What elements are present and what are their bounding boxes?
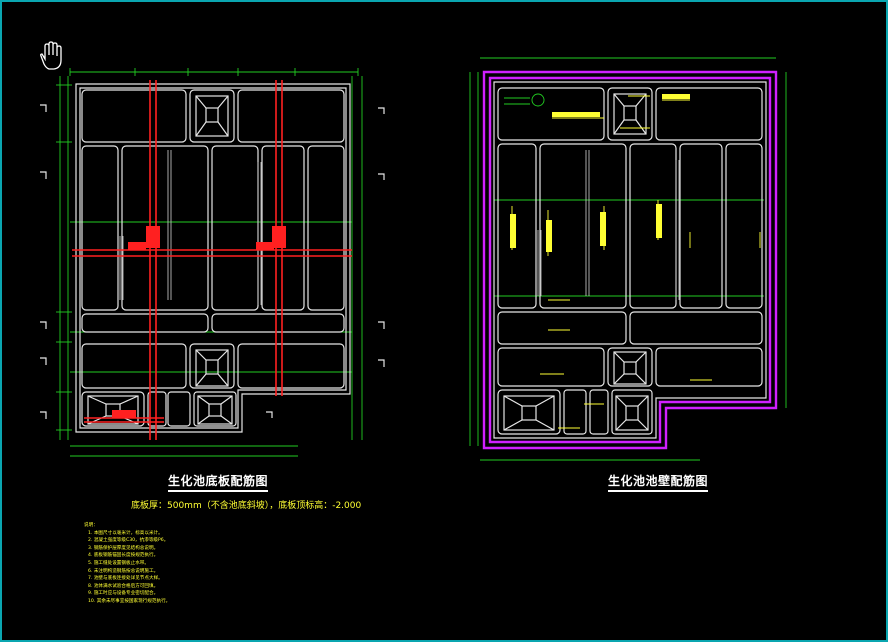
- notes-line: 说明：: [84, 523, 98, 528]
- baffle-walls: [119, 150, 262, 305]
- notes-line: 8. 池体满水试验合格后方可回填。: [88, 583, 159, 589]
- notes-line: 10. 其余未尽事宜按国家现行规范执行。: [88, 598, 171, 604]
- notes-line: 5. 施工缝处设置钢板止水带。: [88, 560, 149, 566]
- plate-outline: [75, 83, 351, 433]
- notes-line: 4. 底板钢筋锚固长度按规范执行。: [88, 553, 159, 559]
- rebar-labels: [112, 226, 286, 418]
- bottom-plate-title: 生化池底板配筋图: [168, 472, 269, 492]
- axis-markers: [40, 104, 385, 419]
- dimension-ticks: [56, 68, 359, 431]
- wall-baffles: [537, 150, 680, 300]
- wall-outline: [493, 81, 767, 439]
- notes-line: 7. 池壁与底板连接处详见节点大样。: [88, 576, 163, 582]
- wall-title: 生化池池壁配筋图: [608, 472, 709, 492]
- hopper-symbols: [87, 95, 233, 425]
- notes-line: 1. 本图尺寸以毫米计，标高以米计。: [88, 530, 163, 536]
- dimension-lines: [469, 57, 787, 461]
- wall-annotations: [510, 94, 761, 429]
- wall-chambers: [497, 87, 763, 435]
- notes-line: 9. 施工时应与设备专业密切配合。: [88, 591, 159, 597]
- wall-band: [482, 70, 778, 450]
- notes-line: 2. 混凝土强度等级C30，抗渗等级P6。: [88, 538, 169, 544]
- legend-circle: [504, 93, 545, 107]
- chambers-top: [81, 89, 345, 427]
- bottom-plate-subtitle: 底板厚：500mm（不含池底斜坡），底板顶标高：-2.000: [131, 501, 362, 511]
- notes-block: 说明： 1. 本图尺寸以毫米计，标高以米计。 2. 混凝土强度等级C30，抗渗等…: [84, 522, 344, 606]
- notes-line: 6. 未注明构造钢筋按总说明施工。: [88, 568, 159, 574]
- notes-line: 3. 钢筋保护层厚度见结构总说明。: [88, 545, 159, 551]
